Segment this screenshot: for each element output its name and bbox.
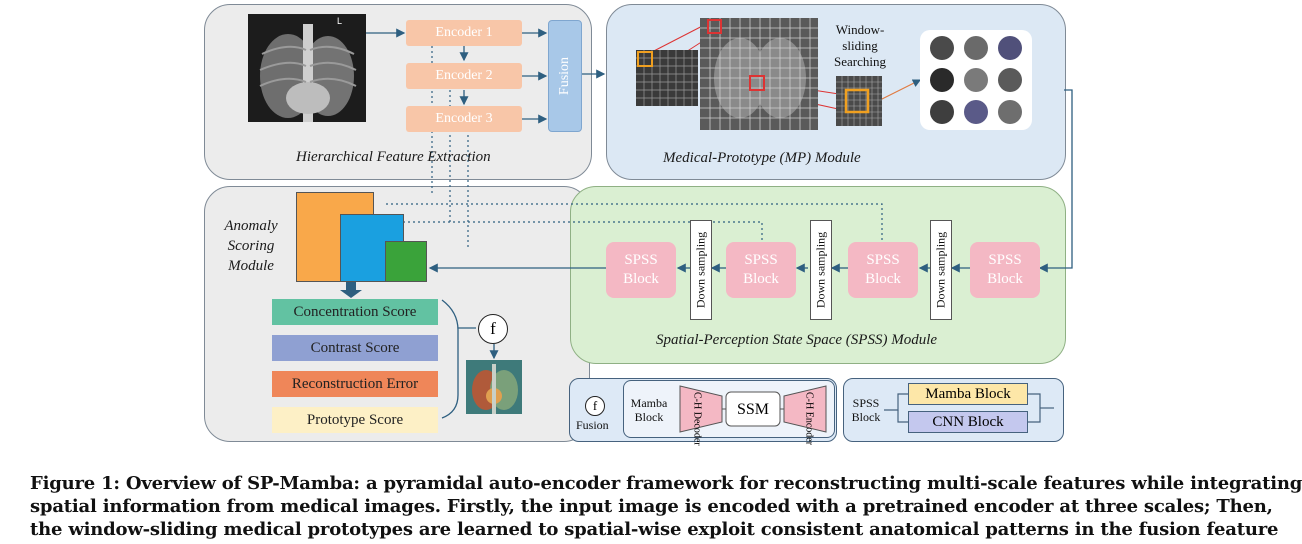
- asm-title-line-2: Scoring: [227, 238, 275, 254]
- down-sampling-3: Down sampling: [930, 220, 952, 320]
- legend-encoder-label: C-H Encoder: [803, 392, 815, 446]
- window-sliding-line-1: Window-: [835, 22, 885, 37]
- spss-block-label: SPSS: [744, 252, 778, 268]
- legend-spss-line-1: SPSS: [852, 396, 880, 410]
- spss-block-label: Block: [987, 271, 1023, 287]
- window-sliding-label: Window- sliding Searching: [822, 22, 898, 70]
- reconstruction-error: Reconstruction Error: [272, 371, 438, 397]
- small-feature-grid: [636, 50, 698, 106]
- caption-line-2: spatial information from medical images.…: [30, 496, 1273, 517]
- spss-title: Spatial-Perception State Space (SPSS) Mo…: [656, 332, 938, 348]
- prototype-thumb: [998, 100, 1022, 124]
- chest-xray-image: L: [248, 14, 366, 122]
- legend-spss-line-2: Block: [851, 410, 881, 424]
- spss-block-label: Block: [865, 271, 901, 287]
- feature-map-small: [385, 241, 427, 282]
- down-sampling-label: Down sampling: [933, 231, 948, 309]
- asm-title: Anomaly Scoring Module: [214, 216, 288, 276]
- prototype-thumb: [930, 36, 954, 60]
- prototype-thumb: [964, 68, 988, 92]
- down-sampling-label: Down sampling: [813, 231, 828, 309]
- prototype-thumb: [964, 36, 988, 60]
- window-sliding-line-2: sliding: [842, 38, 878, 53]
- fusion-label: Fusion: [557, 56, 572, 96]
- concentration-score: Concentration Score: [272, 299, 438, 325]
- legend-mamba-box: Mamba Block: [908, 383, 1028, 405]
- fusion-function-icon: f: [478, 314, 508, 344]
- down-sampling-1: Down sampling: [690, 220, 712, 320]
- mamba-internals: [679, 385, 827, 433]
- spss-block-label: SPSS: [988, 252, 1022, 268]
- down-sampling-2: Down sampling: [810, 220, 832, 320]
- spss-block-label: Block: [743, 271, 779, 287]
- fusion-block: Fusion: [548, 20, 582, 132]
- legend-fusion-label: Fusion: [576, 418, 609, 432]
- legend-spss-label: SPSS Block: [848, 396, 884, 424]
- prototype-thumb: [930, 68, 954, 92]
- down-sampling-label: Down sampling: [693, 231, 708, 309]
- encoder-3: Encoder 3: [406, 106, 522, 132]
- legend-mamba-line-2: Block: [634, 410, 664, 424]
- xray-side-marker: L: [336, 16, 342, 26]
- asm-title-line-1: Anomaly: [224, 218, 278, 234]
- spss-legend-connector: [884, 393, 1054, 423]
- spss-block-3: SPSS Block: [848, 242, 918, 298]
- spss-block-label: SPSS: [624, 252, 658, 268]
- caption-line-3: the window-sliding medical prototypes ar…: [30, 519, 1279, 540]
- legend-cnn-box: CNN Block: [908, 411, 1028, 433]
- spss-block-4: SPSS Block: [970, 242, 1040, 298]
- figure-caption: Figure 1: Overview of SP-Mamba: a pyrami…: [30, 472, 1302, 541]
- caption-line-1: Figure 1: Overview of SP-Mamba: a pyrami…: [30, 473, 1302, 494]
- hfe-title: Hierarchical Feature Extraction: [296, 149, 491, 165]
- prototype-gallery: [920, 30, 1032, 130]
- legend-ssm-label: SSM: [736, 401, 770, 418]
- window-sliding-line-3: Searching: [834, 54, 886, 69]
- prototype-thumb: [998, 36, 1022, 60]
- prototype-score: Prototype Score: [272, 407, 438, 433]
- spss-block-1: SPSS Block: [606, 242, 676, 298]
- spss-block-label: Block: [623, 271, 659, 287]
- spss-block-label: SPSS: [866, 252, 900, 268]
- prototype-thumb: [930, 100, 954, 124]
- legend-decoder-label: C-H Decoder: [691, 392, 703, 446]
- encoder-2: Encoder 2: [406, 63, 522, 89]
- encoder-1: Encoder 1: [406, 20, 522, 46]
- asm-title-line-3: Module: [228, 258, 274, 274]
- legend-mamba-line-1: Mamba: [630, 396, 668, 410]
- mp-title: Medical-Prototype (MP) Module: [663, 150, 861, 166]
- prototype-thumb: [998, 68, 1022, 92]
- window-grid: [836, 76, 882, 126]
- large-feature-grid: [700, 18, 818, 130]
- spss-block-2: SPSS Block: [726, 242, 796, 298]
- prototype-thumb: [964, 100, 988, 124]
- anomaly-heatmap: [466, 360, 522, 414]
- legend-mamba-label: Mamba Block: [628, 396, 670, 424]
- contrast-score: Contrast Score: [272, 335, 438, 361]
- legend-fusion-icon: f: [585, 396, 605, 416]
